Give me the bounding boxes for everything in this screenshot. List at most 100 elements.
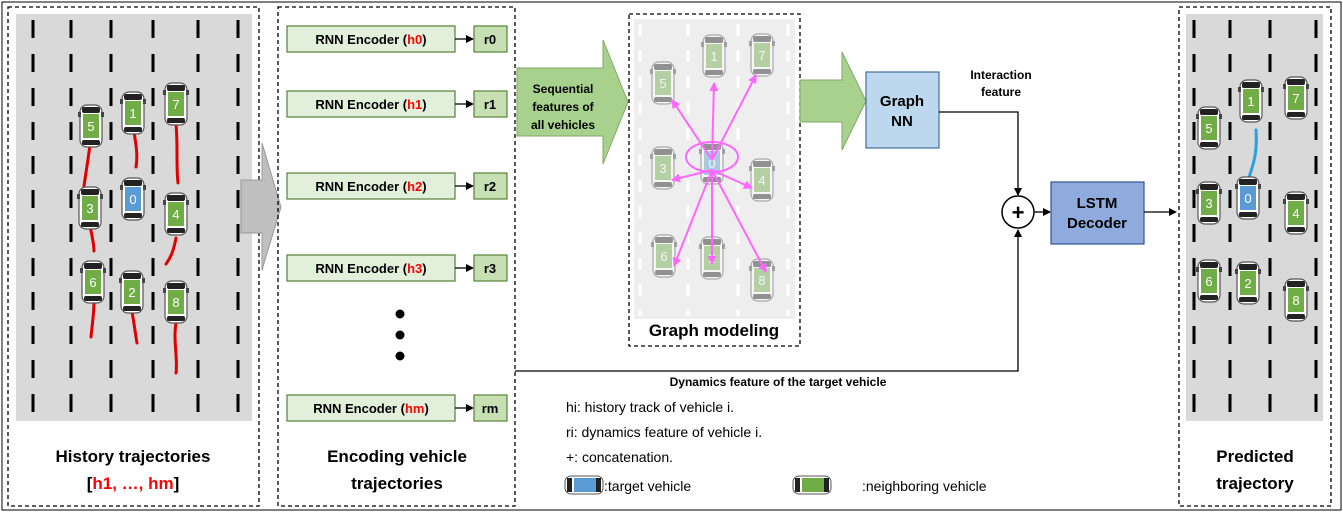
ellipsis-dot <box>395 330 405 340</box>
lane-mark <box>1228 360 1232 378</box>
lane-mark <box>1314 20 1318 38</box>
lane-mark <box>69 258 73 276</box>
encoder-output-label: r3 <box>484 261 496 276</box>
concat-symbol: + <box>1012 200 1025 225</box>
svg-text:4: 4 <box>172 207 179 222</box>
svg-text:8: 8 <box>1292 293 1299 308</box>
svg-text:7: 7 <box>758 48 765 63</box>
lane-mark <box>1228 156 1232 174</box>
encoder-h: h0 <box>407 32 422 47</box>
lane-mark <box>786 284 790 296</box>
lane-mark <box>1314 156 1318 174</box>
lane-mark <box>109 88 113 106</box>
graph-edges <box>671 74 767 273</box>
lane-mark <box>151 224 155 242</box>
lane-mark <box>31 20 35 38</box>
svg-text:7: 7 <box>172 97 179 112</box>
graph-to-nn-arrow <box>799 51 867 151</box>
lane-mark <box>638 206 642 218</box>
lane-mark <box>786 50 790 62</box>
graph-vehicle-6: 6 <box>650 234 678 278</box>
lane-mark <box>1192 258 1196 276</box>
history-path-4 <box>164 236 178 266</box>
lane-mark <box>236 122 240 140</box>
lane-mark <box>151 156 155 174</box>
legend-ri: ri: dynamics feature of vehicle i. <box>566 424 762 440</box>
legend-neighbor-label: :neighboring vehicle <box>862 478 987 494</box>
history-title: History trajectories <box>56 447 211 466</box>
lane-mark <box>1228 122 1232 140</box>
lane-mark <box>196 190 200 208</box>
lane-mark <box>686 76 690 88</box>
svg-text:6: 6 <box>660 249 667 264</box>
lane-mark <box>1268 190 1272 208</box>
lane-mark <box>1192 54 1196 72</box>
lane-mark <box>638 102 642 114</box>
lane-mark <box>236 292 240 310</box>
encoder-prefix: RNN Encoder ( <box>313 401 405 416</box>
rnn-encoder-box <box>286 25 456 53</box>
lane-mark <box>69 292 73 310</box>
history-vehicle-7: 7 <box>162 82 190 126</box>
lane-mark <box>236 394 240 412</box>
encoder-output-box <box>473 90 508 118</box>
history-path-5 <box>82 143 92 188</box>
encoder-h: h2 <box>407 179 422 194</box>
encoder-prefix: RNN Encoder ( <box>315 32 407 47</box>
lane-mark <box>31 156 35 174</box>
lane-mark <box>1268 292 1272 310</box>
history-sequence: [h1, …, hm] <box>87 474 180 493</box>
history-vehicle-0: 0 <box>119 177 147 221</box>
history-vehicle-6: 6 <box>79 260 107 304</box>
lane-mark <box>69 394 73 412</box>
graph-panel: 5 1 7 3 0 4 6 2 8 Graph modeling <box>628 13 801 347</box>
lane-mark <box>31 360 35 378</box>
lane-mark <box>786 232 790 244</box>
dynamics-label: Dynamics feature of the target vehicle <box>670 375 887 389</box>
lane-mark <box>1192 326 1196 344</box>
lane-mark <box>786 310 790 316</box>
pred-vehicle-7: 7 <box>1282 76 1310 120</box>
lane-mark <box>736 258 740 270</box>
history-panel: 5 1 7 0 3 4 6 2 8 History trajectories [… <box>7 6 260 507</box>
lane-mark <box>69 54 73 72</box>
encoder-output-box <box>473 394 508 422</box>
lane-mark <box>196 258 200 276</box>
history-vehicle-8: 8 <box>162 280 190 324</box>
legend-target-car-icon <box>564 475 604 495</box>
lane-mark <box>196 224 200 242</box>
lane-mark <box>1268 54 1272 72</box>
encoder-suffix: ) <box>422 32 426 47</box>
lane-mark <box>786 206 790 218</box>
lane-mark <box>1268 326 1272 344</box>
lane-mark <box>1314 292 1318 310</box>
edge-to-8 <box>711 169 767 273</box>
lane-mark <box>638 50 642 62</box>
lstm-line2: Decoder <box>1067 215 1127 232</box>
encoder-output-label: r1 <box>484 97 496 112</box>
svg-text:1: 1 <box>710 49 717 64</box>
encoder-output-box <box>473 172 508 200</box>
lane-mark <box>736 50 740 62</box>
gray-arrow <box>240 142 282 271</box>
lane-mark <box>31 258 35 276</box>
lane-mark <box>786 180 790 192</box>
svg-text:5: 5 <box>1205 121 1212 136</box>
lane-mark <box>31 326 35 344</box>
lane-mark <box>736 310 740 316</box>
encoding-frame <box>277 6 516 507</box>
lane-mark <box>1314 258 1318 276</box>
lane-mark <box>1314 360 1318 378</box>
lane-mark <box>1228 88 1232 106</box>
lane-mark <box>736 180 740 192</box>
lane-mark <box>236 360 240 378</box>
lane-mark <box>109 54 113 72</box>
lane-mark <box>196 88 200 106</box>
lane-mark <box>151 122 155 140</box>
legend-plus: +: concatenation. <box>566 449 673 465</box>
lane-mark <box>1228 54 1232 72</box>
lane-mark <box>736 24 740 36</box>
lane-mark <box>109 122 113 140</box>
interaction-label-line1: Interaction <box>970 68 1031 82</box>
lane-mark <box>196 54 200 72</box>
